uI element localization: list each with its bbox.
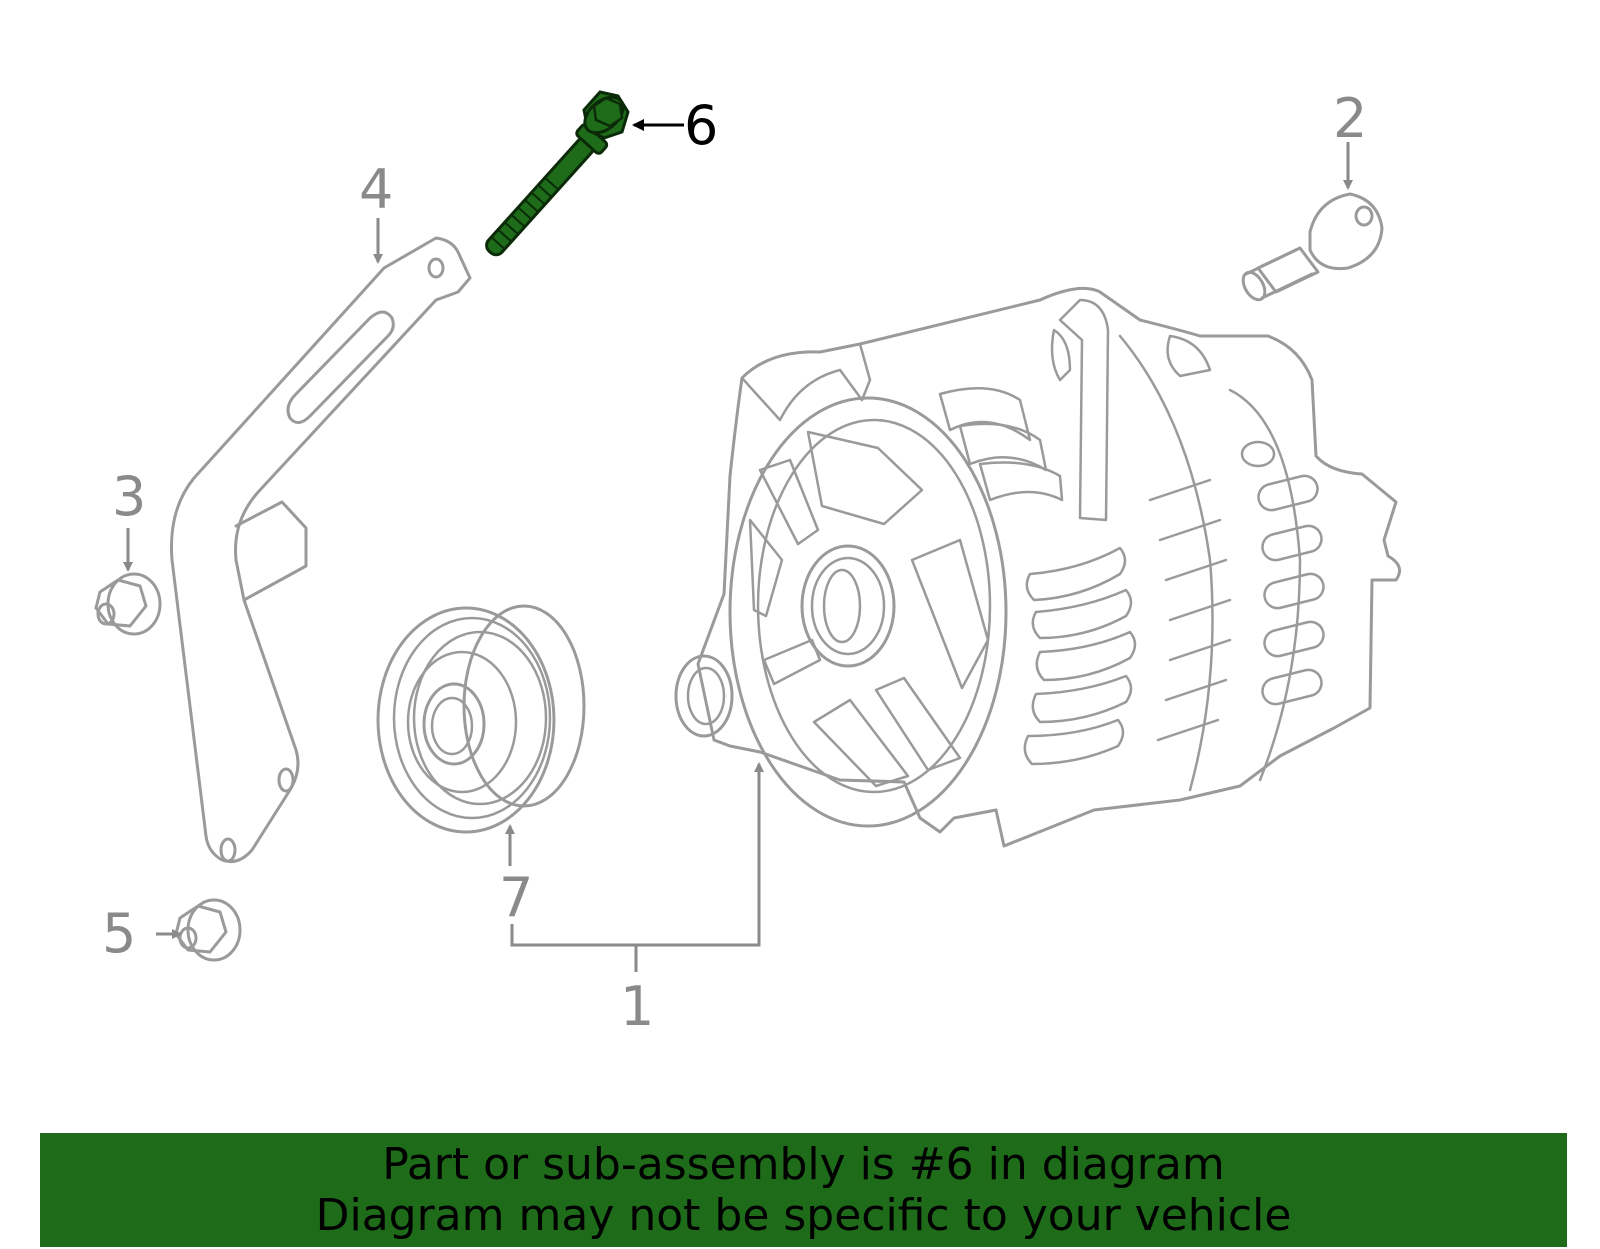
disclaimer-banner: Part or sub-assembly is #6 in diagram Di… [40, 1133, 1567, 1247]
nut-part-5[interactable] [174, 898, 242, 962]
pulley-part-7[interactable] [376, 604, 586, 834]
bracket-part-4[interactable] [170, 236, 472, 864]
callout-4: 4 [359, 158, 393, 221]
bolt-part-2[interactable] [1239, 192, 1384, 303]
banner-line-2: Diagram may not be specific to your vehi… [315, 1190, 1292, 1241]
callout-3: 3 [112, 465, 146, 528]
nut-part-3[interactable] [94, 572, 162, 636]
leader-lines [123, 119, 1353, 972]
callout-2: 2 [1333, 87, 1367, 150]
callout-7: 7 [499, 866, 533, 929]
banner-line-1: Part or sub-assembly is #6 in diagram [382, 1139, 1225, 1190]
callout-5: 5 [102, 902, 136, 965]
callout-1: 1 [620, 975, 654, 1038]
alternator-part-1[interactable] [674, 286, 1402, 848]
bolt-part-6[interactable] [478, 90, 630, 263]
callout-6: 6 [684, 94, 718, 157]
